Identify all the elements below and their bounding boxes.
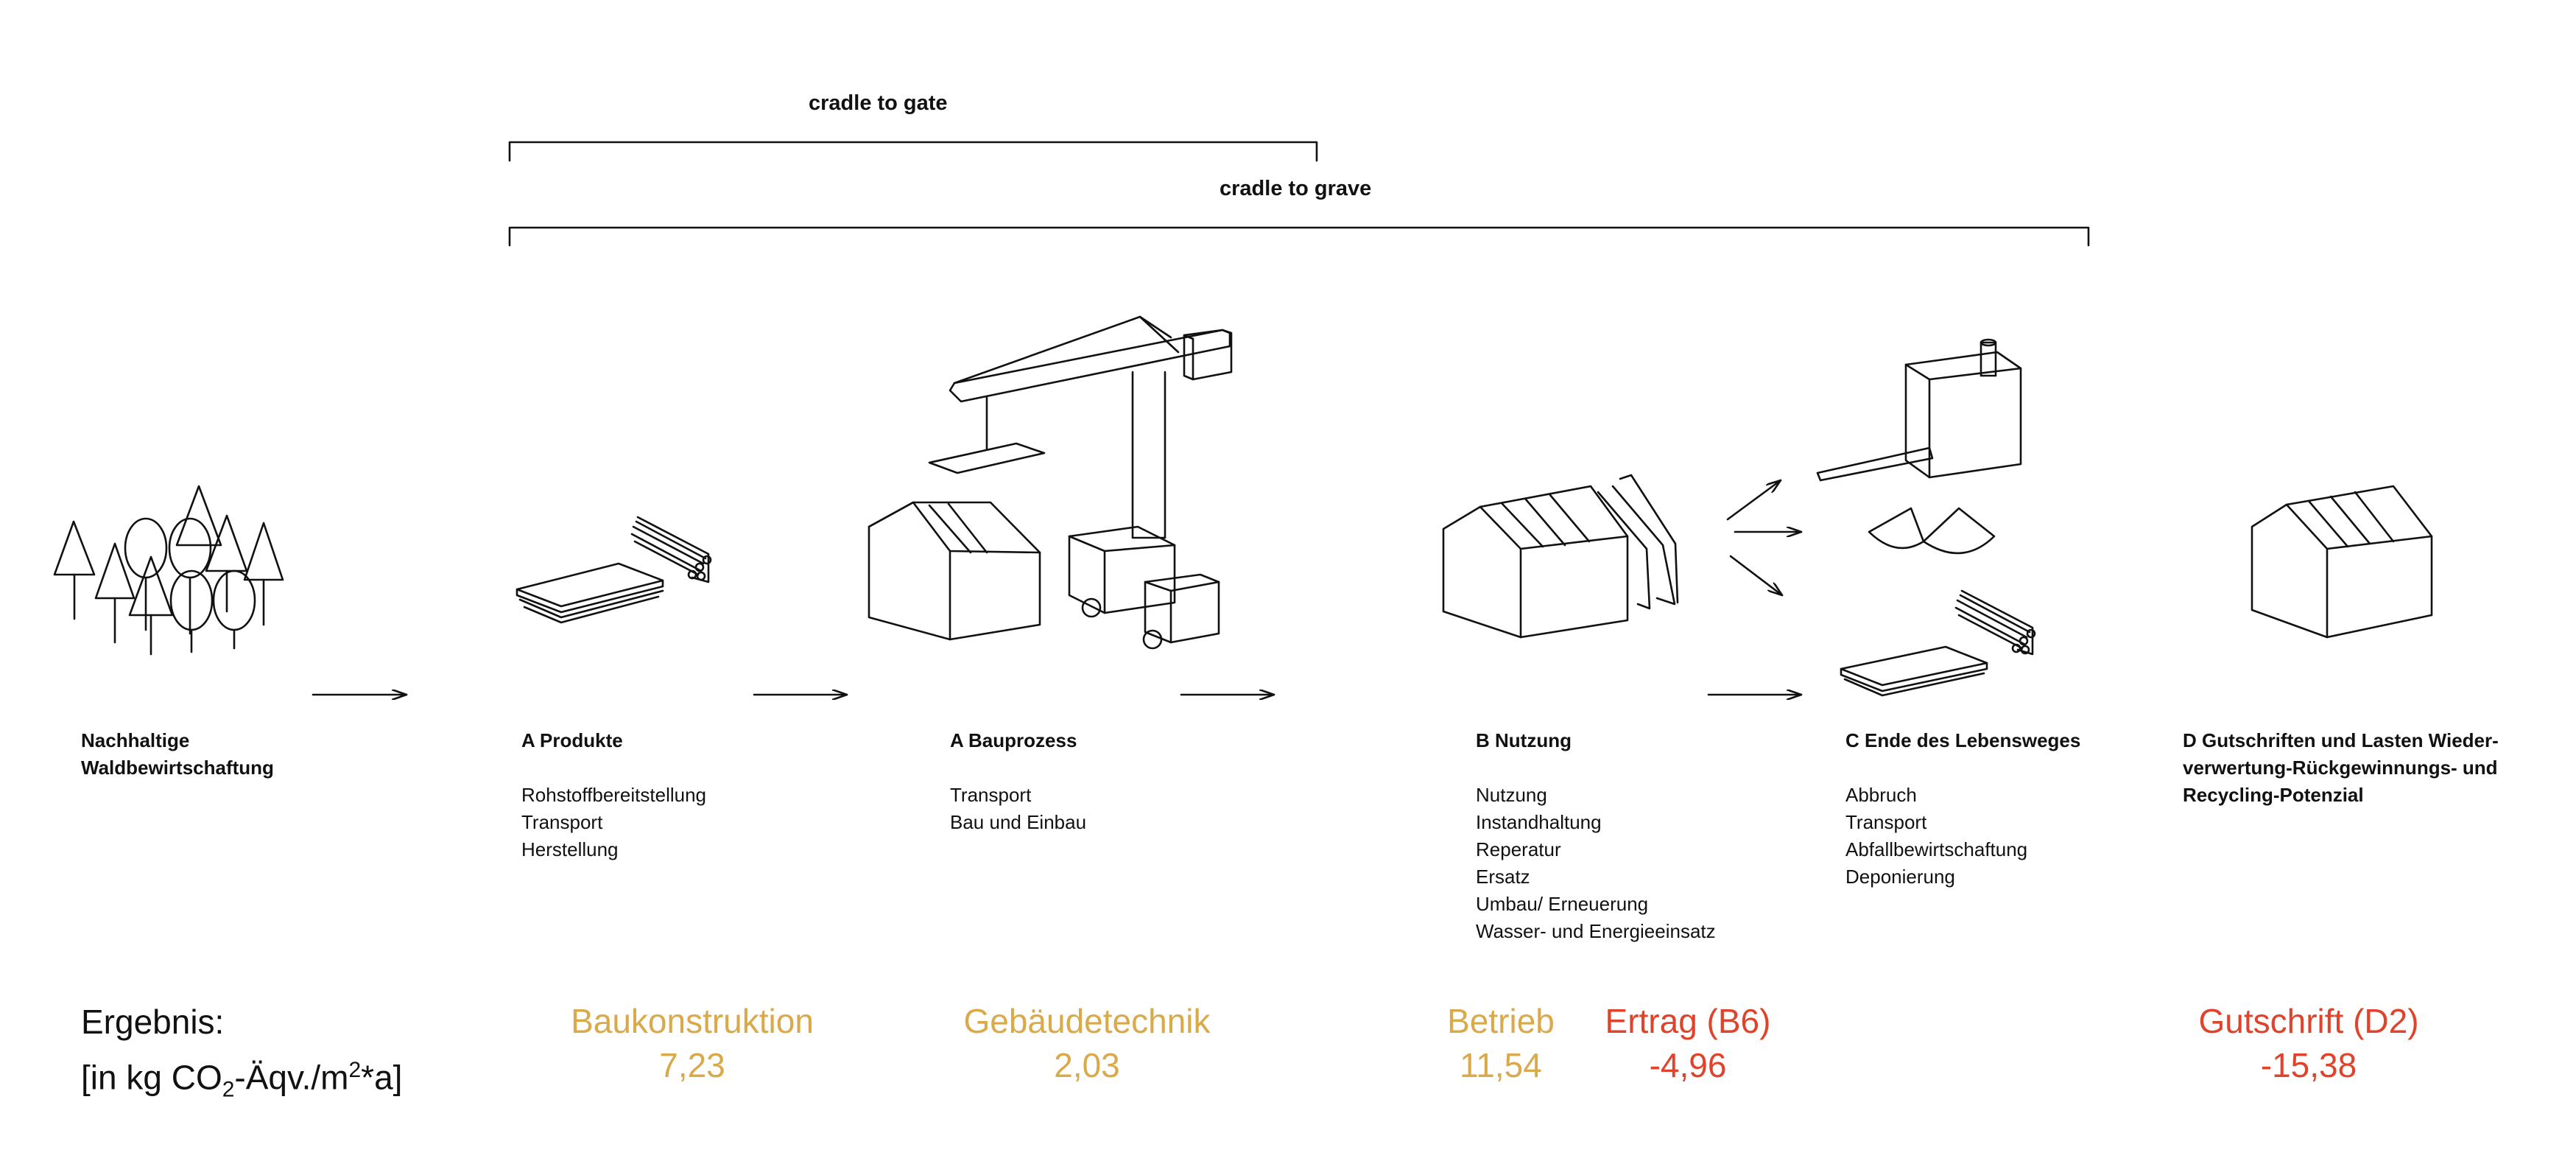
result-name: Baukonstruktion bbox=[571, 1002, 814, 1040]
house-credit-icon bbox=[2251, 485, 2433, 639]
list-item: Nutzung bbox=[1476, 784, 1547, 806]
unit-superscript: 2 bbox=[348, 1058, 362, 1082]
stage-construction: A Bauprozess Transport Bau und Einbau bbox=[950, 727, 1086, 836]
list-item: Transport bbox=[521, 811, 603, 833]
list-item: Wasser- und Energieeinsatz bbox=[1476, 920, 1716, 942]
unit-subscript: 2 bbox=[222, 1077, 235, 1102]
list-item: Bau und Einbau bbox=[950, 811, 1087, 833]
result-value: 2,03 bbox=[1054, 1046, 1120, 1084]
stage-use-title: B Nutzung bbox=[1476, 729, 1572, 751]
stage-end-of-life-title: C Ende des Lebensweges bbox=[1845, 729, 2081, 751]
list-item: Reperatur bbox=[1476, 838, 1561, 860]
cradle-to-grave-bracket bbox=[508, 226, 2090, 247]
list-item: Instandhaltung bbox=[1476, 811, 1602, 833]
result-gutschrift: Gutschrift (D2) -15,38 bbox=[2180, 999, 2438, 1087]
list-item: Ersatz bbox=[1476, 866, 1530, 888]
stage-products-title: A Produkte bbox=[521, 729, 623, 751]
result-value: 7,23 bbox=[659, 1046, 725, 1084]
result-betrieb: Betrieb 11,54 bbox=[1427, 999, 1574, 1087]
unit-mid: -Äqv./m bbox=[234, 1058, 349, 1097]
list-item: Abbruch bbox=[1845, 784, 1917, 806]
stage-credits-title-line: Recycling-Potenzial bbox=[2183, 784, 2364, 806]
result-name: Gutschrift (D2) bbox=[2198, 1002, 2419, 1040]
stage-credits-title-line: D Gutschriften und Lasten Wieder- bbox=[2183, 729, 2499, 751]
unit-prefix: [in kg CO bbox=[81, 1058, 222, 1097]
results-label: Ergebnis: [in kg CO2-Äqv./m2*a] bbox=[81, 997, 402, 1115]
arrow-icon bbox=[312, 479, 1803, 695]
result-value: -4,96 bbox=[1649, 1046, 1727, 1084]
result-ertrag: Ertrag (B6) -4,96 bbox=[1577, 999, 1798, 1087]
results-label-line1: Ergebnis: bbox=[81, 1003, 225, 1041]
stage-use: B Nutzung Nutzung Instandhaltung Reperat… bbox=[1476, 727, 1716, 945]
list-item: Umbau/ Erneuerung bbox=[1476, 893, 1649, 915]
list-item: Deponierung bbox=[1845, 866, 1955, 888]
demolition-recycling-icon bbox=[1816, 338, 2036, 697]
stage-products: A Produkte Rohstoffbereitstellung Transp… bbox=[521, 727, 706, 863]
result-value: -15,38 bbox=[2260, 1046, 2357, 1084]
stage-use-list: Nutzung Instandhaltung Reperatur Ersatz … bbox=[1476, 782, 1716, 945]
stage-forest-title: Nachhaltige Waldbewirtschaftung bbox=[81, 727, 274, 782]
cradle-to-grave-label: cradle to grave bbox=[1220, 177, 1372, 200]
stage-products-list: Rohstoffbereitstellung Transport Herstel… bbox=[521, 782, 706, 863]
stage-construction-list: Transport Bau und Einbau bbox=[950, 782, 1086, 836]
timber-products-icon bbox=[515, 516, 712, 624]
list-item: Herstellung bbox=[521, 838, 619, 860]
cradle-to-gate-bracket bbox=[508, 141, 1318, 162]
list-item: Rohstoffbereitstellung bbox=[521, 784, 707, 806]
list-item: Transport bbox=[1845, 811, 1927, 833]
list-item: Abfallbewirtschaftung bbox=[1845, 838, 2028, 860]
result-baukonstruktion: Baukonstruktion 7,23 bbox=[545, 999, 840, 1087]
stage-construction-title: A Bauprozess bbox=[950, 729, 1077, 751]
result-value: 11,54 bbox=[1460, 1046, 1542, 1084]
stage-end-of-life: C Ende des Lebensweges Abbruch Transport… bbox=[1845, 727, 2080, 891]
stage-forest-title-line: Nachhaltige bbox=[81, 729, 190, 751]
result-name: Betrieb bbox=[1447, 1002, 1555, 1040]
unit-suffix: *a] bbox=[361, 1058, 403, 1097]
forest-icon bbox=[53, 485, 284, 656]
house-use-icon bbox=[1442, 474, 1679, 639]
list-item: Transport bbox=[950, 784, 1032, 806]
crane-construction-icon bbox=[868, 315, 1233, 650]
stage-forest-title-line: Waldbewirtschaftung bbox=[81, 757, 274, 779]
stage-credits-title-line: verwertung-Rückgewinnungs- und bbox=[2183, 757, 2498, 779]
result-gebaeudetechnik: Gebäudetechnik 2,03 bbox=[940, 999, 1234, 1087]
cradle-to-gate-label: cradle to gate bbox=[809, 91, 948, 115]
stage-credits-title: D Gutschriften und Lasten Wieder- verwer… bbox=[2183, 727, 2499, 809]
result-name: Ertrag (B6) bbox=[1605, 1002, 1771, 1040]
result-name: Gebäudetechnik bbox=[963, 1002, 1211, 1040]
results-unit: [in kg CO2-Äqv./m2*a] bbox=[81, 1046, 402, 1115]
stage-end-of-life-list: Abbruch Transport Abfallbewirtschaftung … bbox=[1845, 782, 2080, 891]
